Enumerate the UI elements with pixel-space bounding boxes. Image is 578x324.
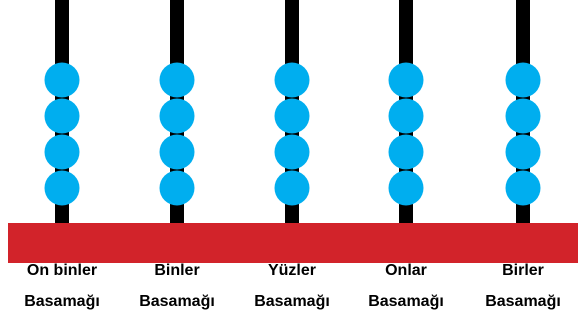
bead-ten-thousands	[44, 170, 80, 206]
bead-hundreds	[274, 98, 310, 134]
place-label-tens: Onlar Basamağı	[346, 255, 466, 317]
bead-thousands	[159, 134, 195, 170]
bead-ones	[505, 98, 541, 134]
place-label-line2: Basamağı	[368, 293, 444, 310]
bead-ones	[505, 62, 541, 98]
bead-thousands	[159, 62, 195, 98]
bead-ten-thousands	[44, 62, 80, 98]
bead-tens	[388, 134, 424, 170]
bead-hundreds	[274, 170, 310, 206]
place-label-ten-thousands: On binler Basamağı	[2, 255, 122, 317]
bead-thousands	[159, 98, 195, 134]
bead-ones	[505, 170, 541, 206]
place-label-line1: Yüzler	[267, 262, 316, 279]
place-label-line1: Birler	[502, 262, 544, 279]
place-label-line1: Binler	[154, 262, 200, 279]
place-label-line1: On binler	[26, 262, 98, 279]
place-label-line2: Basamağı	[24, 293, 100, 310]
bead-ones	[505, 134, 541, 170]
bead-hundreds	[274, 134, 310, 170]
place-label-thousands: Binler Basamağı	[117, 255, 237, 317]
bead-tens	[388, 98, 424, 134]
place-label-hundreds: Yüzler Basamağı	[232, 255, 352, 317]
place-label-line2: Basamağı	[139, 293, 215, 310]
bead-tens	[388, 62, 424, 98]
abacus-base	[8, 223, 578, 263]
bead-ten-thousands	[44, 98, 80, 134]
place-label-line2: Basamağı	[254, 293, 330, 310]
bead-hundreds	[274, 62, 310, 98]
place-label-ones: Birler Basamağı	[463, 255, 578, 317]
place-label-line2: Basamağı	[485, 293, 561, 310]
bead-thousands	[159, 170, 195, 206]
place-label-line1: Onlar	[385, 262, 427, 279]
bead-ten-thousands	[44, 134, 80, 170]
bead-tens	[388, 170, 424, 206]
